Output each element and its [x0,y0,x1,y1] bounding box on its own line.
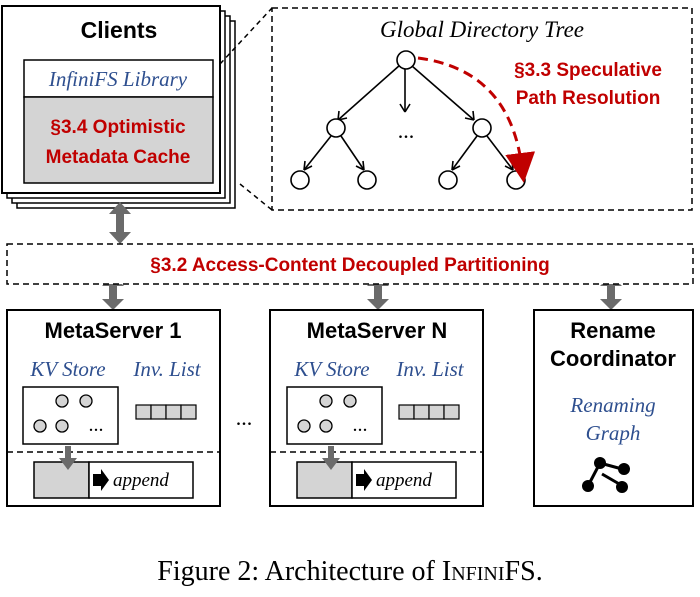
directory-tree-title: Global Directory Tree [380,17,584,42]
partitioning-label: §3.2 Access-Content Decoupled Partitioni… [150,255,549,276]
servers-ellipsis: ... [236,405,253,430]
metaserver-n-kv-ellipsis: ... [353,414,368,436]
metaserver-1-kv-entries [33,394,93,433]
metaserver-1-log-block [33,461,90,499]
rename-coordinator-line1: Rename [570,318,656,343]
metadata-cache-line1: §3.4 Optimistic [50,117,186,138]
metaserver-1-append-label: append [113,470,169,491]
metaserver-1-append-arrow-icon [93,469,109,491]
infinifs-library-box [23,59,214,184]
rename-coordinator-box [533,309,694,507]
metaserver-n-kv-entries [297,394,357,433]
renaming-graph-line2: Graph [586,421,641,445]
zoom-line-bottom [239,183,273,211]
tree-node [472,118,492,138]
figure-caption: Figure 2: Architecture of InfiniFS. [0,556,700,588]
client-partition-arrow [109,202,131,244]
metaserver-n-inv-label: Inv. List [395,357,464,381]
metaserver-1-inv-list [135,404,197,420]
speculative-resolution-line2: Path Resolution [516,88,661,109]
renaming-graph-icon [582,457,630,493]
tree-leaf-node [357,170,377,190]
infinifs-library-label: InfiniFS Library [48,67,188,91]
tree-leaf-node [290,170,310,190]
tree-leaf-node [438,170,458,190]
partitioning-bar [6,243,694,285]
metaserver-n-append-label: append [376,470,432,491]
metaserver-n-down-arrow [322,446,340,470]
metaserver-n-kv-box [286,386,383,445]
metaserver-1-kv-ellipsis: ... [89,414,104,436]
metaserver-1-append-box [88,461,194,499]
zoom-line-top [219,7,273,65]
metaserver-1-inv-label: Inv. List [132,357,201,381]
metaserver-n-inv-list [398,404,460,420]
metaserver-1-kv-label: KV Store [29,357,105,381]
speculative-resolution-line1: §3.3 Speculative [514,60,662,81]
tree-leaf-node [506,170,526,190]
metaserver-n-kv-label: KV Store [293,357,369,381]
metaserver-1-title: MetaServer 1 [45,318,182,343]
metaserver-n-log-block [296,461,353,499]
caption-suffix: FS. [504,556,543,587]
rename-coordinator-line2: Coordinator [550,346,676,371]
tree-node [326,118,346,138]
caption-prefix: Figure 2: Architecture of I [157,556,452,587]
clients-title: Clients [81,17,158,43]
tree-ellipsis: ... [398,118,415,143]
metaserver-1-down-arrow [59,446,77,470]
metaserver-n-append-arrow-icon [356,469,372,491]
metaserver-n-title: MetaServer N [307,318,448,343]
tree-root-node [396,50,416,70]
speculative-path-arrow [417,56,536,183]
caption-smallcaps: nfini [451,556,505,587]
directory-tree-box [271,7,693,211]
metaserver-1-kv-box [22,386,119,445]
metadata-cache-line2: Metadata Cache [46,147,191,168]
renaming-graph-line1: Renaming [569,393,655,417]
